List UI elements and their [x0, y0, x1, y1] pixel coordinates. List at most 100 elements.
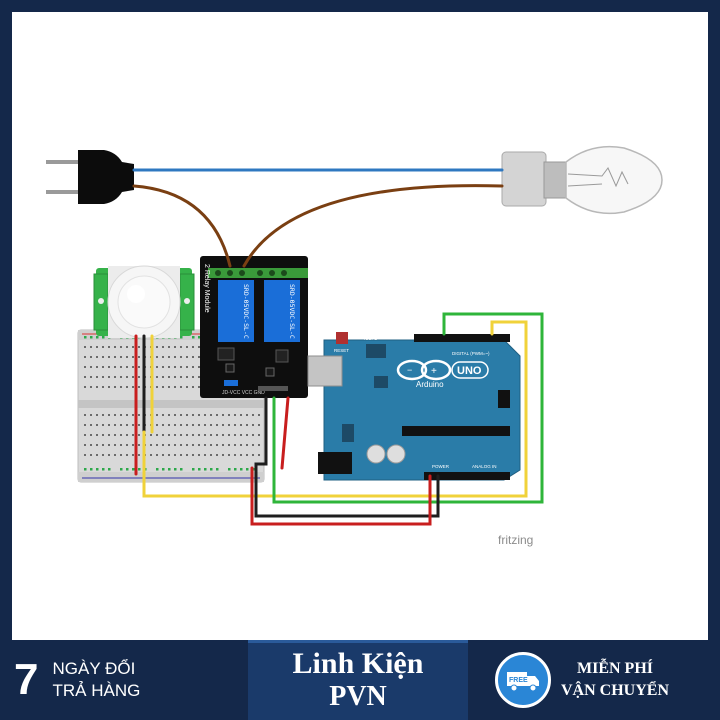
breadboard-hole [234, 434, 236, 436]
breadboard-hole [228, 444, 230, 446]
breadboard-rail-hole [204, 468, 207, 471]
breadboard-hole [216, 424, 218, 426]
breadboard-hole [138, 414, 140, 416]
breadboard-hole [96, 376, 98, 378]
breadboard-hole [150, 444, 152, 446]
breadboard-hole [96, 386, 98, 388]
breadboard-hole [102, 346, 104, 348]
breadboard-hole [168, 424, 170, 426]
breadboard-hole [84, 386, 86, 388]
breadboard-hole [138, 386, 140, 388]
breadboard-hole [240, 454, 242, 456]
breadboard-hole [114, 376, 116, 378]
breadboard-rail-hole [90, 336, 93, 339]
breadboard-hole [108, 454, 110, 456]
breadboard-hole [108, 366, 110, 368]
breadboard-hole [114, 424, 116, 426]
relay-pin-labels: JD-VCC VCC GND [222, 390, 265, 396]
breadboard-hole [186, 444, 188, 446]
breadboard-hole [174, 414, 176, 416]
breadboard-hole [180, 386, 182, 388]
breadboard-hole [192, 376, 194, 378]
return-days-number: 7 [14, 655, 39, 704]
breadboard-hole [108, 356, 110, 358]
breadboard-hole [192, 386, 194, 388]
breadboard-hole [156, 366, 158, 368]
breadboard-hole [246, 434, 248, 436]
breadboard-hole [156, 434, 158, 436]
breadboard-hole [162, 434, 164, 436]
breadboard-hole [114, 386, 116, 388]
breadboard-hole [90, 356, 92, 358]
breadboard-hole [114, 366, 116, 368]
breadboard-hole [168, 454, 170, 456]
breadboard-hole [132, 444, 134, 446]
breadboard-hole [84, 376, 86, 378]
breadboard-hole [228, 424, 230, 426]
pir-sensor [93, 265, 195, 339]
breadboard-hole [120, 376, 122, 378]
breadboard-hole [162, 454, 164, 456]
fritzing-watermark: fritzing [498, 533, 533, 547]
breadboard-hole [84, 414, 86, 416]
breadboard-hole [138, 366, 140, 368]
breadboard-hole [114, 346, 116, 348]
relay-chip-label-2: SRD-05VDC-SL-C [288, 284, 296, 339]
diagram-canvas: SRD-05VDC-SL-C SRD-05VDC-SL-C 2 Relay Mo… [12, 12, 708, 640]
breadboard-rail-hole [246, 468, 249, 471]
breadboard-hole [138, 434, 140, 436]
breadboard-hole [252, 444, 254, 446]
wires [132, 168, 544, 526]
breadboard-hole [180, 414, 182, 416]
breadboard-hole [126, 414, 128, 416]
breadboard-hole [162, 444, 164, 446]
breadboard-hole [222, 454, 224, 456]
relay-chip-label-1: SRD-05VDC-SL-C [242, 284, 250, 339]
breadboard-hole [186, 346, 188, 348]
breadboard-hole [204, 434, 206, 436]
breadboard-hole [114, 356, 116, 358]
breadboard-hole [174, 424, 176, 426]
breadboard-hole [108, 376, 110, 378]
breadboard-hole [138, 356, 140, 358]
return-line-2: TRẢ HÀNG [52, 681, 141, 700]
breadboard-hole [102, 444, 104, 446]
wire-black [254, 396, 440, 518]
breadboard-hole [192, 366, 194, 368]
breadboard-hole [126, 444, 128, 446]
breadboard-hole [156, 346, 158, 348]
breadboard-hole [108, 434, 110, 436]
breadboard-hole [186, 356, 188, 358]
breadboard-hole [234, 424, 236, 426]
breadboard-rail-hole [168, 468, 171, 471]
breadboard-hole [138, 444, 140, 446]
breadboard-hole [90, 346, 92, 348]
breadboard-hole [180, 376, 182, 378]
breadboard-hole [102, 454, 104, 456]
breadboard-hole [132, 386, 134, 388]
breadboard-hole [162, 366, 164, 368]
breadboard-hole [162, 346, 164, 348]
brand-box: Linh Kiện PVN [248, 640, 468, 720]
arduino-model: UNO [457, 365, 482, 377]
wire-yellow [142, 320, 528, 498]
breadboard-hole [234, 454, 236, 456]
wiring-diagram: SRD-05VDC-SL-C SRD-05VDC-SL-C 2 Relay Mo… [46, 145, 663, 547]
breadboard-hole [180, 356, 182, 358]
brand-line-1: Linh Kiện [292, 647, 424, 680]
breadboard-hole [198, 434, 200, 436]
breadboard-rail-hole [240, 468, 243, 471]
arduino-minus-icon: − [407, 365, 412, 375]
breadboard-hole [90, 424, 92, 426]
breadboard-rail-hole [192, 336, 195, 339]
breadboard-hole [126, 356, 128, 358]
breadboard-hole [222, 444, 224, 446]
breadboard-hole [168, 376, 170, 378]
breadboard-hole [234, 444, 236, 446]
breadboard-hole [258, 434, 260, 436]
breadboard-hole [102, 424, 104, 426]
breadboard-hole [96, 356, 98, 358]
breadboard-hole [180, 454, 182, 456]
arduino-plus-icon: + [431, 366, 437, 377]
light-bulb-icon [501, 145, 663, 215]
